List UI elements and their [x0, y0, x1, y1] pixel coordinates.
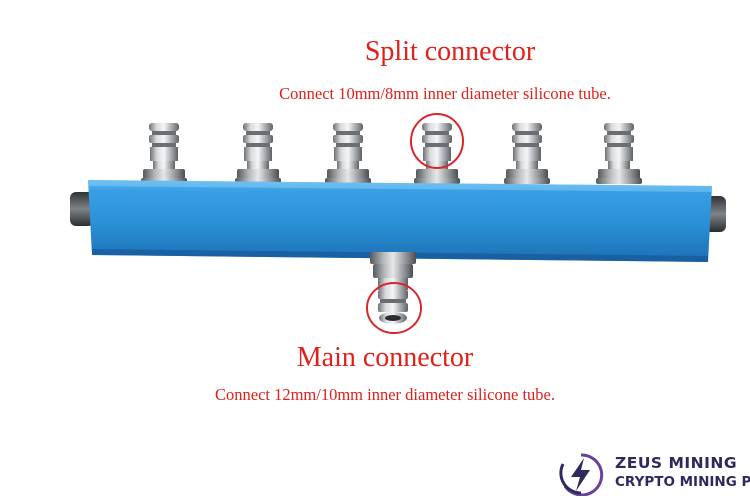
- main-fitting: [370, 252, 416, 324]
- lightning-bolt-icon: [559, 453, 604, 496]
- logo-brand-name: ZEUS MINING: [615, 454, 738, 472]
- brand-logo: ZEUS MINING CRYPTO MINING PRO: [555, 452, 750, 496]
- main-connector-description: Connect 12mm/10mm inner diameter silicon…: [214, 385, 555, 404]
- left-end-cap: [70, 192, 94, 226]
- logo-tagline: CRYPTO MINING PRO: [615, 474, 750, 490]
- split-connector-description: Connect 10mm/8mm inner diameter silicone…: [279, 84, 611, 103]
- split-highlight-circle: [410, 113, 464, 169]
- main-connector-title: Main connector: [296, 342, 474, 373]
- split-connector-title: Split connector: [364, 36, 536, 67]
- main-highlight-circle: [366, 282, 422, 334]
- manifold-body: [88, 180, 712, 262]
- split-fittings: [141, 123, 642, 184]
